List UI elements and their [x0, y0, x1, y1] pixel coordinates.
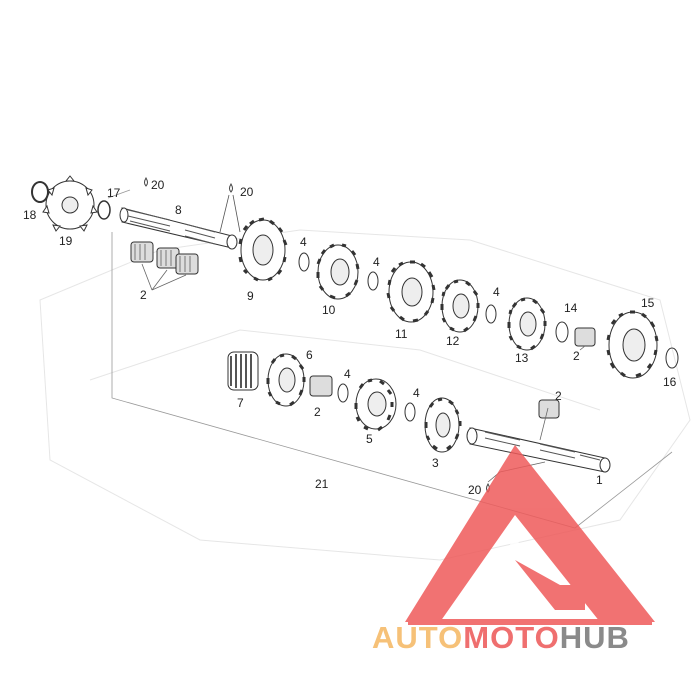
label-19: 19: [59, 234, 73, 248]
label-17: 17: [107, 186, 121, 200]
label-20c: 20: [468, 483, 482, 497]
label-9: 9: [247, 289, 254, 303]
label-10: 10: [322, 303, 336, 317]
label-8: 8: [175, 203, 182, 217]
label-13: 13: [515, 351, 529, 365]
watermark-hub: HUB: [560, 620, 630, 655]
label-20b: 20: [240, 185, 254, 199]
label-1: 1: [596, 473, 603, 487]
lower-gears: [227, 351, 560, 453]
part-labels: 1 2 2 2 2 3 4 4 4 4 4 5 6 7 8 9 10 11 12…: [23, 178, 677, 497]
label-21: 21: [315, 477, 329, 491]
upper-gears: [238, 217, 679, 379]
reference-lines: [107, 189, 673, 529]
lower-shaft: [466, 427, 611, 473]
leader-20: [219, 194, 241, 233]
label-14: 14: [564, 301, 578, 315]
label-2d: 2: [555, 389, 562, 403]
watermark-auto: AUTO: [372, 620, 463, 655]
watermark-text: AUTOMOTOHUB: [372, 620, 630, 655]
washer-17: [97, 200, 111, 220]
bearings-upper: [130, 241, 199, 275]
label-7: 7: [237, 396, 244, 410]
label-15: 15: [641, 296, 655, 310]
upper-shaft: [119, 207, 238, 250]
label-12: 12: [446, 334, 460, 348]
label-4a: 4: [300, 235, 307, 249]
circlip-18: [31, 181, 49, 203]
label-4d: 4: [344, 367, 351, 381]
label-6: 6: [306, 348, 313, 362]
label-18: 18: [23, 208, 37, 222]
label-2b: 2: [573, 349, 580, 363]
label-20a: 20: [151, 178, 165, 192]
sprocket-19: [42, 175, 98, 232]
watermark-logo: [405, 445, 655, 625]
label-16: 16: [663, 375, 677, 389]
label-4c: 4: [493, 285, 500, 299]
label-11: 11: [395, 327, 408, 341]
label-2c: 2: [314, 405, 321, 419]
watermark-moto: MOTO: [463, 620, 559, 655]
label-2a: 2: [140, 288, 147, 302]
label-4b: 4: [373, 255, 380, 269]
label-3: 3: [432, 456, 439, 470]
label-4e: 4: [413, 386, 420, 400]
label-5: 5: [366, 432, 373, 446]
